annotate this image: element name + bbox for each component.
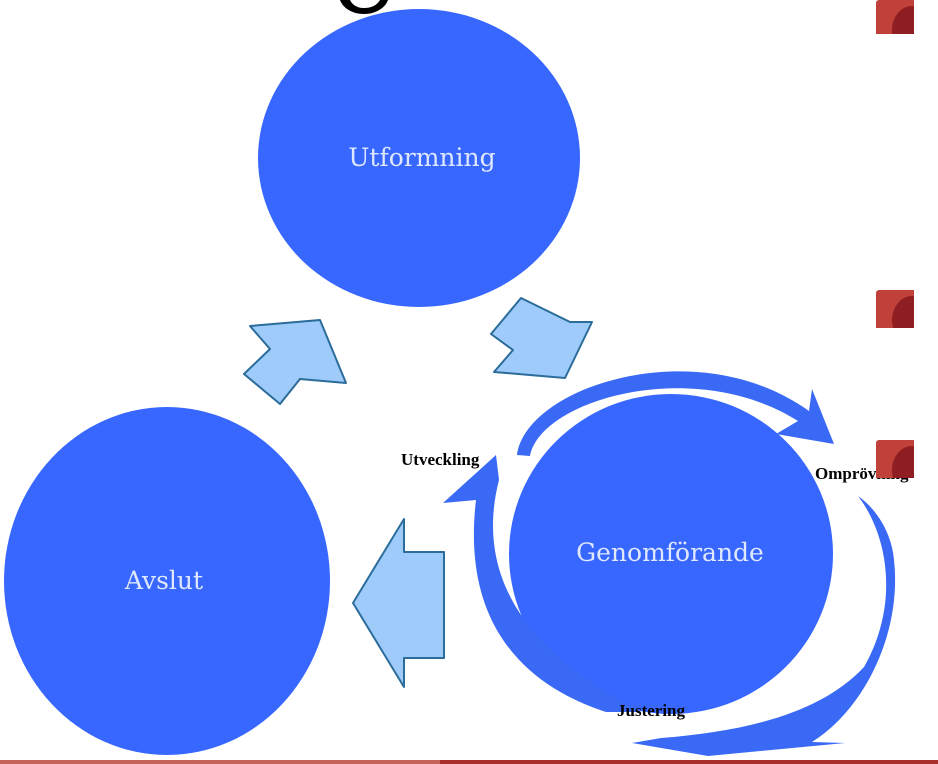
- cycle-arrow-top: [517, 371, 834, 456]
- node-genomforande: Genomförande: [509, 394, 833, 714]
- label-utveckling: Utveckling: [401, 450, 480, 469]
- node-utformning-label: Utformning: [348, 143, 495, 172]
- bottom-accent-bar: [0, 760, 440, 764]
- side-marker: [876, 0, 914, 34]
- label-justering: Justering: [617, 701, 685, 720]
- cycle-arrows: [443, 371, 896, 756]
- node-avslut-label: Avslut: [124, 566, 203, 595]
- arrow-genomforande-to-avslut: [352, 518, 445, 688]
- side-marker: [876, 440, 914, 478]
- title-fragment: [340, 0, 388, 14]
- node-genomforande-label: Genomförande: [576, 538, 764, 567]
- bottom-accent-bar: [440, 760, 938, 764]
- side-marker: [876, 290, 914, 328]
- arrow-utformning-to-genomforande: [490, 297, 593, 379]
- node-utformning: Utformning: [258, 9, 580, 307]
- cycle-arrow-left: [443, 455, 640, 712]
- arrow-avslut-to-utformning: [243, 319, 347, 405]
- node-avslut: Avslut: [4, 407, 330, 755]
